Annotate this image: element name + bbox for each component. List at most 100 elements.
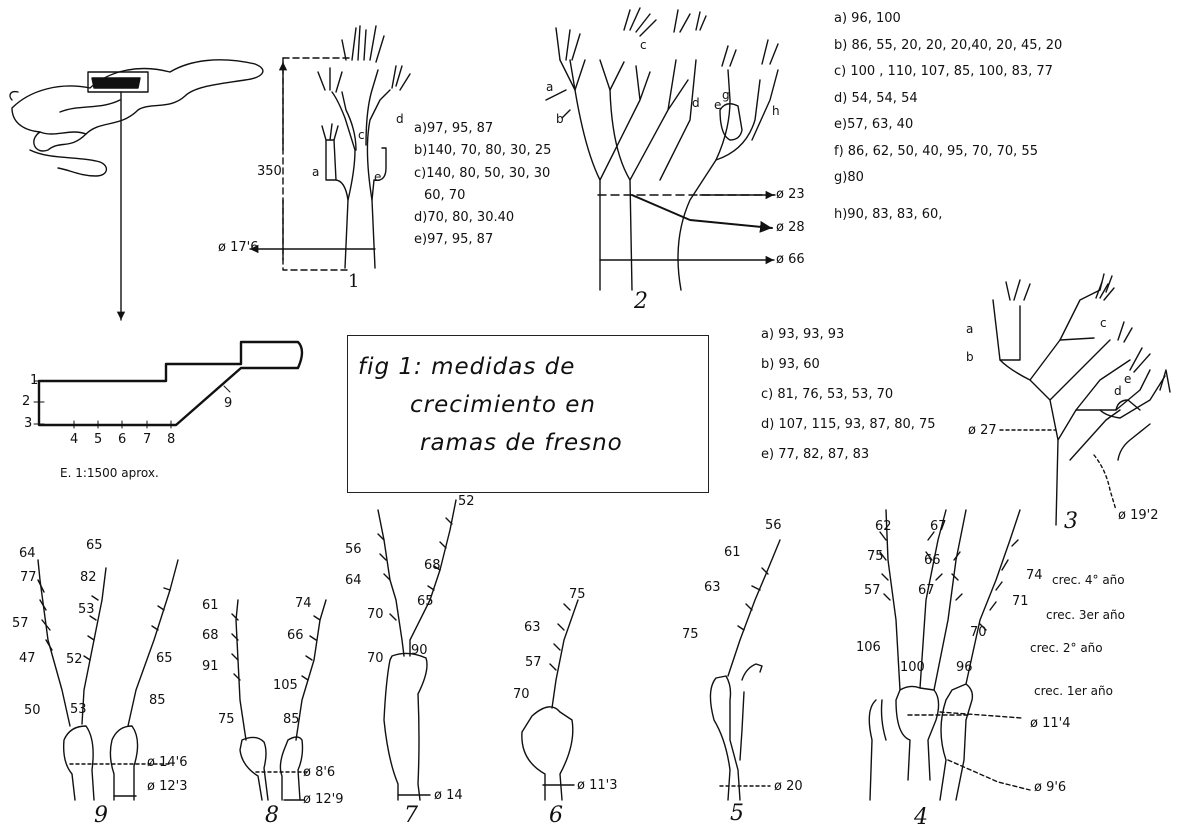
fig2-measures: a) 96, 100 b) 86, 55, 20, 20, 20,40, 20,… bbox=[834, 6, 1062, 228]
fig1-diameter: ø 17'6 bbox=[218, 240, 258, 256]
fig2-label-c: c bbox=[640, 38, 647, 52]
fig2-diameter-28: ø 28 bbox=[776, 220, 805, 236]
plot-label-9: 9 bbox=[224, 396, 232, 412]
fig7-value-8: 90 bbox=[411, 643, 428, 659]
fig2-measure-b: b) 86, 55, 20, 20, 20,40, 20, 45, 20 bbox=[834, 33, 1062, 60]
plot-label-4: 4 bbox=[70, 432, 78, 448]
fig9-value-9: 65 bbox=[156, 651, 173, 667]
fig1-measures: a)97, 95, 87 b)140, 70, 80, 30, 25 c)140… bbox=[414, 118, 551, 252]
fig7-value-7: 70 bbox=[367, 651, 384, 667]
fig6-value-1: 75 bbox=[569, 587, 586, 603]
fig6-value-2: 63 bbox=[524, 620, 541, 636]
fig3-measure-b: b) 93, 60 bbox=[761, 350, 936, 380]
fig7-value-5: 65 bbox=[417, 594, 434, 610]
fig4-growth-1: crec. 1er año bbox=[1034, 683, 1113, 699]
fig3-measure-c: c) 81, 76, 53, 53, 70 bbox=[761, 380, 936, 410]
fig7-value-3: 68 bbox=[424, 558, 441, 574]
fig7-diameter: ø 14 bbox=[434, 788, 463, 804]
fig9-diameter-123: ø 12'3 bbox=[147, 779, 187, 795]
fig5-number: 5 bbox=[730, 806, 744, 822]
fig9-value-1: 64 bbox=[19, 546, 36, 562]
fig2-number: 2 bbox=[634, 294, 648, 310]
fig2-measure-h: h)90, 83, 83, 60, bbox=[834, 202, 1062, 229]
fig2-measure-d: d) 54, 54, 54 bbox=[834, 86, 1062, 113]
fig2-diameter-23: ø 23 bbox=[776, 187, 805, 203]
fig4-growth-2: crec. 2° año bbox=[1030, 640, 1103, 656]
fig4-value-12: 96 bbox=[956, 660, 973, 676]
fig4-value-10: 106 bbox=[856, 640, 881, 656]
fig6-value-4: 70 bbox=[513, 687, 530, 703]
scale-note: E. 1:1500 aprox. bbox=[60, 465, 159, 481]
fig2-label-a: a bbox=[546, 80, 553, 94]
fig1-label-d: d bbox=[396, 112, 404, 126]
fig1-measure-c: c)140, 80, 50, 30, 30 bbox=[414, 163, 551, 185]
plot-label-5: 5 bbox=[94, 432, 102, 448]
fig1-label-a: a bbox=[312, 165, 319, 179]
plot-label-3: 3 bbox=[24, 416, 32, 432]
fig9-value-4: 82 bbox=[80, 570, 97, 586]
fig8-value-8: 85 bbox=[283, 712, 300, 728]
fig1-measure-d: d)70, 80, 30.40 bbox=[414, 207, 551, 229]
fig6-diameter: ø 11'3 bbox=[577, 778, 617, 794]
fig7-number: 7 bbox=[404, 808, 418, 824]
fig5-value-2: 61 bbox=[724, 545, 741, 561]
fig2-label-d: d bbox=[692, 96, 700, 110]
fig8-diameter-86: ø 8'6 bbox=[303, 765, 335, 781]
fig4-value-9: 70 bbox=[970, 625, 987, 641]
fig4-value-11: 100 bbox=[900, 660, 925, 676]
plot-label-6: 6 bbox=[118, 432, 126, 448]
plot-label-2: 2 bbox=[22, 394, 30, 410]
fig9-value-3: 77 bbox=[20, 570, 37, 586]
fig3-number: 3 bbox=[1064, 514, 1078, 530]
plot-label-1: 1 bbox=[30, 373, 38, 389]
fig3-label-d: d bbox=[1114, 384, 1122, 398]
fig5-value-4: 75 bbox=[682, 627, 699, 643]
fig4-value-8: 71 bbox=[1012, 594, 1029, 610]
fig5-drawing bbox=[710, 540, 780, 800]
fig8-value-5: 91 bbox=[202, 659, 219, 675]
fig4-growth-4: crec. 4° año bbox=[1052, 572, 1125, 588]
fig4-value-3: 75 bbox=[867, 549, 884, 565]
fig9-value-6: 53 bbox=[78, 602, 95, 618]
fig7-value-6: 70 bbox=[367, 607, 384, 623]
fig2-measure-c: c) 100 , 110, 107, 85, 100, 83, 77 bbox=[834, 59, 1062, 86]
fig8-diameter-129: ø 12'9 bbox=[303, 792, 343, 808]
fig8-value-4: 66 bbox=[287, 628, 304, 644]
fig4-value-2: 67 bbox=[930, 519, 947, 535]
fig1-height-label: 350 bbox=[257, 164, 282, 180]
fig2-diameter-66: ø 66 bbox=[776, 252, 805, 268]
fig1-measure-e: e)97, 95, 87 bbox=[414, 229, 551, 251]
map-silhouette bbox=[10, 60, 263, 176]
fig4-value-4: 66 bbox=[924, 553, 941, 569]
fig3-measures: a) 93, 93, 93 b) 93, 60 c) 81, 76, 53, 5… bbox=[761, 320, 936, 470]
caption-line-3: ramas de fresno bbox=[420, 430, 623, 456]
caption-line-1: fig 1: medidas de bbox=[358, 354, 575, 380]
fig9-value-5: 57 bbox=[12, 616, 29, 632]
fig4-value-6: 67 bbox=[918, 583, 935, 599]
fig5-value-1: 56 bbox=[765, 518, 782, 534]
fig2-label-h: h bbox=[772, 104, 780, 118]
fig2-measure-e: e)57, 63, 40 bbox=[834, 112, 1062, 139]
fig6-value-3: 57 bbox=[525, 655, 542, 671]
fig9-value-12: 85 bbox=[149, 693, 166, 709]
fig1-label-c: c bbox=[358, 128, 365, 142]
fig9-value-10: 50 bbox=[24, 703, 41, 719]
fig8-value-7: 75 bbox=[218, 712, 235, 728]
fig1-measure-a: a)97, 95, 87 bbox=[414, 118, 551, 140]
fig4-diameter-114: ø 11'4 bbox=[1030, 716, 1070, 732]
fig7-value-1: 52 bbox=[458, 494, 475, 510]
fig9-value-7: 47 bbox=[19, 651, 36, 667]
fig6-number: 6 bbox=[549, 808, 563, 824]
fig1-measure-b: b)140, 70, 80, 30, 25 bbox=[414, 140, 551, 162]
fig2-label-g: g bbox=[722, 88, 730, 102]
fig9-number: 9 bbox=[94, 808, 108, 824]
fig5-diameter: ø 20 bbox=[774, 779, 803, 795]
fig2-label-b: b bbox=[556, 112, 564, 126]
fig2-drawing bbox=[546, 8, 780, 290]
fig4-value-5: 57 bbox=[864, 583, 881, 599]
fig4-value-7: 74 bbox=[1026, 568, 1043, 584]
fig2-measure-a: a) 96, 100 bbox=[834, 6, 1062, 33]
fig8-number: 8 bbox=[265, 808, 279, 824]
fig2-label-e: e bbox=[714, 98, 721, 112]
fig4-diameter-96: ø 9'6 bbox=[1034, 780, 1066, 796]
